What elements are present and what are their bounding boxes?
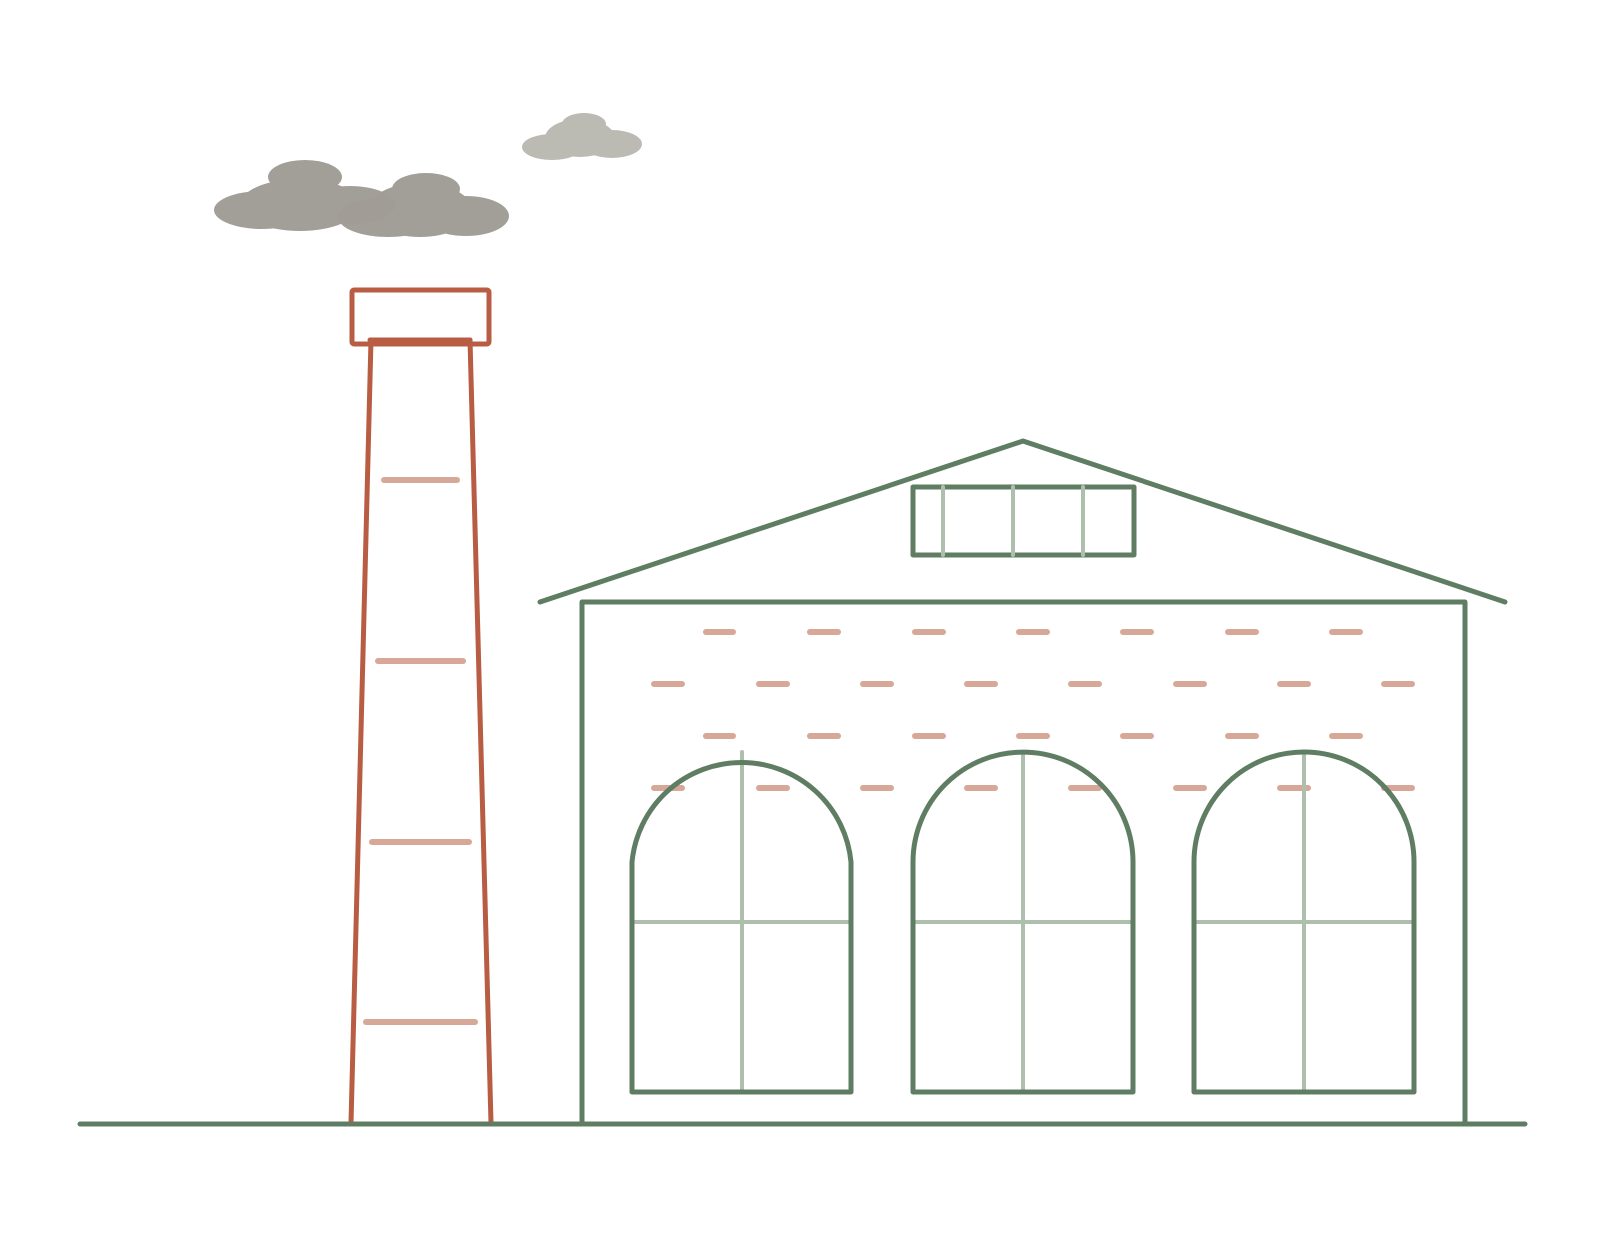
smokestack-bands <box>363 477 478 1025</box>
factory-building <box>537 438 1508 1127</box>
gable-window <box>910 484 1137 558</box>
smoke-cloud-medium <box>338 173 509 237</box>
smoke-cloud-small <box>522 113 642 160</box>
arched-window-2 <box>910 749 1136 1095</box>
brick-pattern <box>651 629 1415 791</box>
roof <box>537 438 1508 605</box>
smokestack-right-wall <box>467 337 494 1126</box>
smoke-clouds <box>214 113 642 237</box>
arched-window-1 <box>629 750 854 1095</box>
smokestack <box>348 287 494 1126</box>
arched-window-3 <box>1191 749 1417 1095</box>
smokestack-cap <box>349 287 492 347</box>
smokestack-left-wall <box>348 337 374 1126</box>
